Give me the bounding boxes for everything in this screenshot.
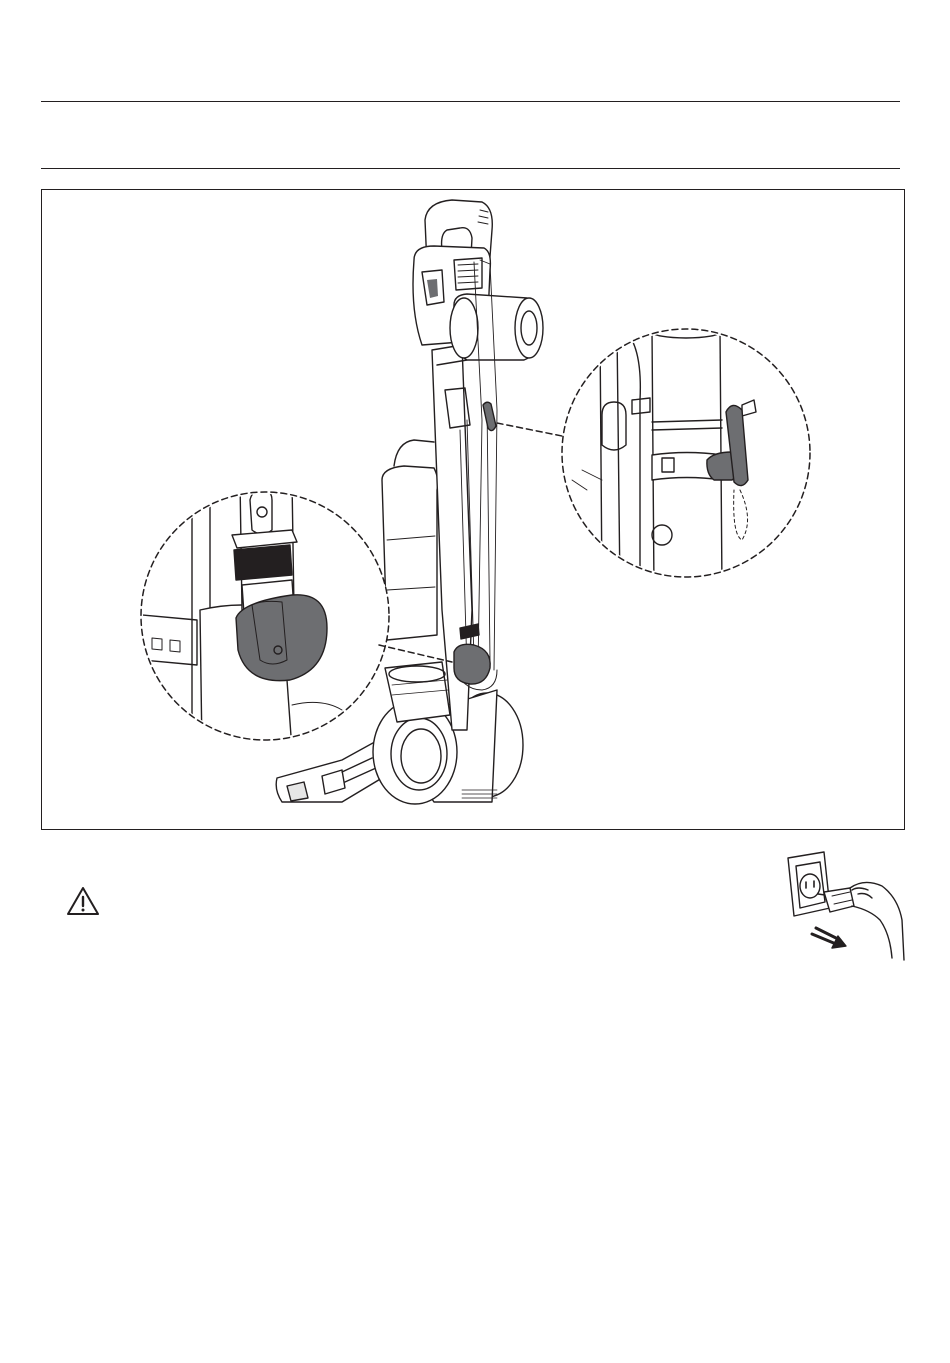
header-rule-top — [41, 101, 900, 102]
vacuum-illustration — [42, 190, 903, 828]
cord-storage-figure — [41, 189, 905, 830]
unplug-power-cord-icon — [772, 850, 906, 970]
warning-triangle-icon — [66, 886, 100, 916]
header-rule-bottom — [41, 168, 900, 169]
upper-hook-callout — [497, 326, 810, 590]
